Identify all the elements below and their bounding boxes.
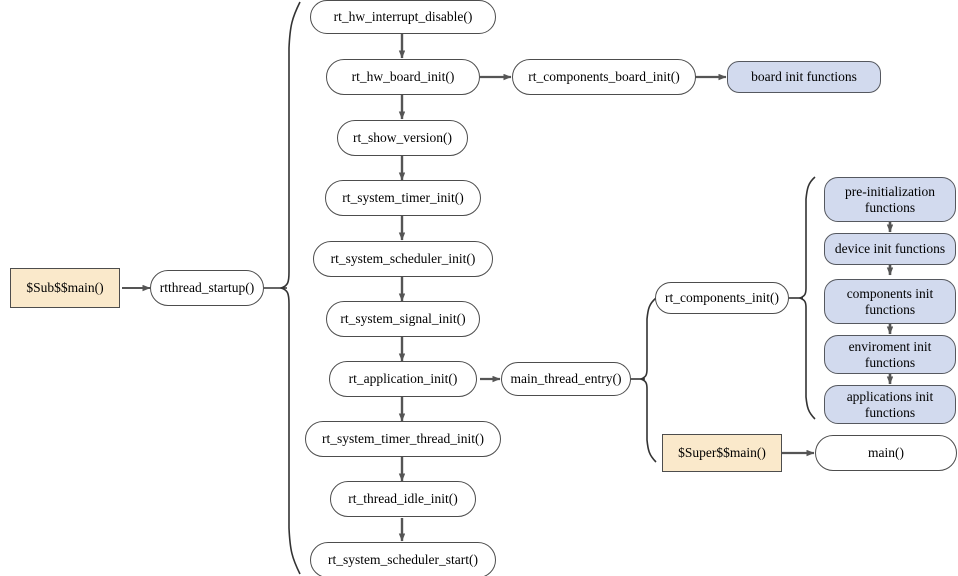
right-brace <box>797 176 816 420</box>
node-pre-initialization-functions[interactable]: pre-initialization functions <box>824 177 956 222</box>
node-rt-components-init[interactable]: rt_components_init() <box>655 282 789 314</box>
node-rt-show-version[interactable]: rt_show_version() <box>337 120 468 156</box>
node-enviroment-init-functions[interactable]: enviroment init functions <box>824 335 956 374</box>
node-rt-hw-board-init[interactable]: rt_hw_board_init() <box>326 59 480 95</box>
node-rt-components-board-init[interactable]: rt_components_board_init() <box>512 59 696 95</box>
node-main[interactable]: main() <box>815 435 957 471</box>
node-rt-system-scheduler-init[interactable]: rt_system_scheduler_init() <box>313 241 493 277</box>
node-applications-init-functions[interactable]: applications init functions <box>824 385 956 424</box>
node-rt-thread-idle-init[interactable]: rt_thread_idle_init() <box>330 481 476 517</box>
node-rt-system-timer-thread-init[interactable]: rt_system_timer_thread_init() <box>305 421 501 457</box>
node-rtthread-startup[interactable]: rtthread_startup() <box>150 270 264 306</box>
node-rt-system-timer-init[interactable]: rt_system_timer_init() <box>325 180 481 216</box>
node-rt-system-scheduler-start[interactable]: rt_system_scheduler_start() <box>310 542 496 576</box>
node-super-main[interactable]: $Super$$main() <box>662 434 782 472</box>
node-rt-system-signal-init[interactable]: rt_system_signal_init() <box>326 301 480 337</box>
node-components-init-functions[interactable]: components init functions <box>824 279 956 324</box>
node-main-thread-entry[interactable]: main_thread_entry() <box>501 362 631 396</box>
node-rt-hw-interrupt-disable[interactable]: rt_hw_interrupt_disable() <box>310 0 496 34</box>
left-brace <box>278 1 301 575</box>
middle-brace <box>638 297 657 463</box>
node-device-init-functions[interactable]: device init functions <box>824 233 956 265</box>
node-sub-main[interactable]: $Sub$$main() <box>10 268 120 308</box>
node-rt-application-init[interactable]: rt_application_init() <box>329 361 477 397</box>
node-board-init-functions[interactable]: board init functions <box>727 61 881 93</box>
